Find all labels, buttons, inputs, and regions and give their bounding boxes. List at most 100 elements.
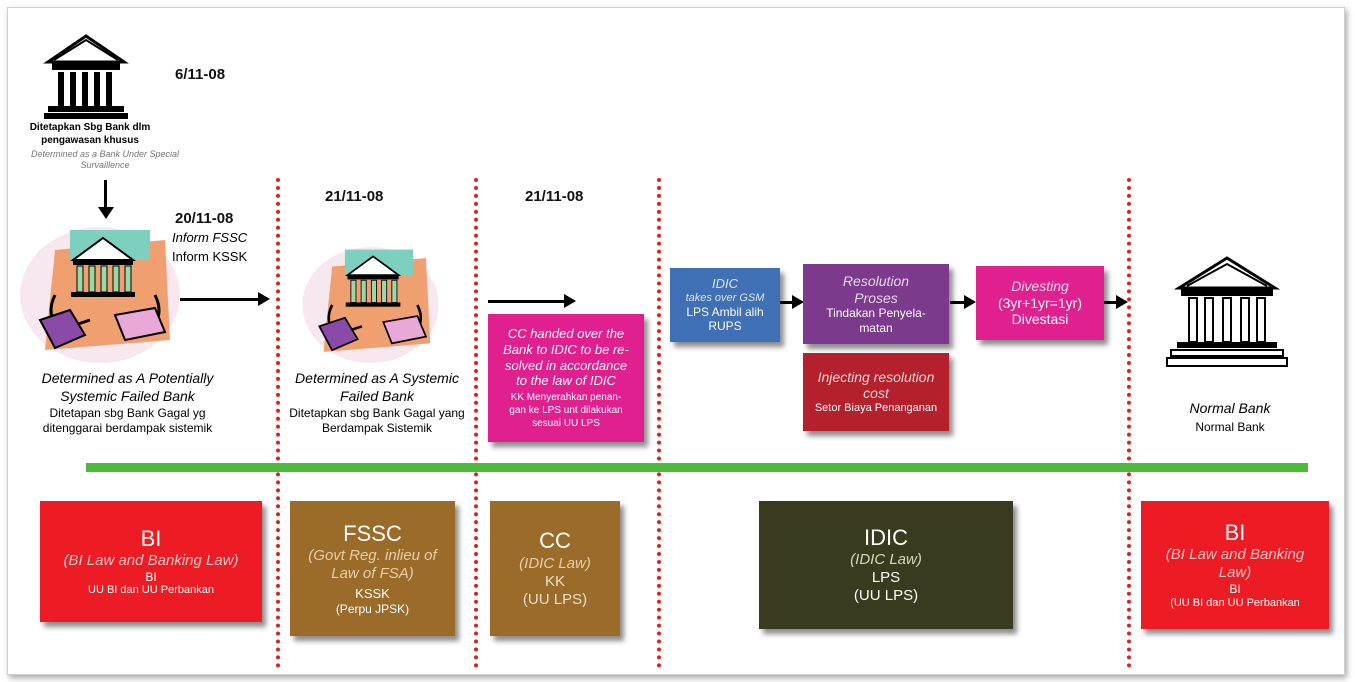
step1-title-en-line2: Systemic Failed Bank <box>60 387 195 404</box>
divider-3 <box>657 178 661 668</box>
arrow-to-resolution <box>780 301 794 304</box>
cc-title: CC <box>539 528 571 554</box>
resolution-process-box: Resolution Proses Tindakan Penyela- mata… <box>803 264 949 344</box>
idic-id: LPS <box>871 569 901 587</box>
bi2-id-law: (UU BI dan UU Perbankan <box>1170 596 1300 609</box>
injecting-id: Setor Biaya Penanganan <box>814 402 938 415</box>
divider-1 <box>276 178 280 668</box>
date-special-surveillance: 6/11-08 <box>175 66 226 83</box>
arrow-to-resolution-head <box>792 295 804 309</box>
step1-title-id-line1: Ditetapan sbg Bank Gagal yg <box>49 406 206 420</box>
fssc-law-line1: (Govt Reg. inlieu of <box>308 547 437 565</box>
cc-id-law: (UU LPS) <box>522 590 588 608</box>
resolution-title-line1: Resolution <box>842 272 910 289</box>
idic-takeover-id-line2: RUPS <box>708 319 742 334</box>
idic-law: (IDIC Law) <box>850 551 922 569</box>
fssc-title: FSSC <box>343 520 402 546</box>
step2-title-id-line2: Berdampak Sistemik <box>321 421 433 435</box>
timeline-bar <box>86 463 1308 472</box>
fssc-id-law: (Perpu JPSK) <box>335 601 410 616</box>
resolution-id-line2: matan <box>859 320 893 335</box>
authority-cc-box: CC (IDIC Law) KK (UU LPS) <box>490 501 620 636</box>
step2-title-en: Determined as A Systemic Failed Bank <box>282 370 472 405</box>
inform-kssk-id: Inform KSSK <box>172 249 248 264</box>
caption-id-line2: pengawasan khusus <box>41 134 139 146</box>
bi2-law-line2: Law) <box>1218 564 1252 582</box>
divesting-years: (3yr+1yr=1yr) <box>997 294 1083 311</box>
inform-fssc-en: Inform FSSC <box>172 230 248 245</box>
step2-title-en-line2: Failed Bank <box>340 387 414 404</box>
resolution-title-line2: Proses <box>854 289 898 306</box>
authority-bi-box: BI (BI Law and Banking Law) BI UU BI dan… <box>40 501 262 622</box>
arrow-to-divesting <box>950 301 966 304</box>
cc-id-line3: sesuai UU LPS <box>532 418 600 430</box>
arrow-to-step2 <box>180 298 260 301</box>
arrow-to-step2-head <box>258 292 270 306</box>
injecting-title-line1: Injecting resolution <box>817 368 935 385</box>
authority-idic-box: IDIC (IDIC Law) LPS (UU LPS) <box>759 501 1013 629</box>
cc-handover-en: CC handed over the Bank to IDIC to be re… <box>503 326 629 389</box>
arrow-to-divesting-head <box>964 295 976 309</box>
step2-title-id-line1: Ditetapkan sbg Bank Gagal yang <box>289 406 465 420</box>
bi-law: (BI Law and Banking Law) <box>63 551 239 569</box>
cc-en-line3: solved in accordance <box>504 357 628 373</box>
cc-en-line2: Bank to IDIC to be re- <box>503 341 629 357</box>
arrow-to-cc-box <box>488 300 566 303</box>
caption-id-line1: Ditetapkan Sbg Bank dlm <box>29 122 151 133</box>
systemic-failed-bank-illustration-icon <box>302 247 439 363</box>
caption-en-special-surveillance: Determined as a Bank Under Special Surva… <box>30 149 180 170</box>
divider-2 <box>474 178 478 668</box>
cc-handover-box: CC handed over the Bank to IDIC to be re… <box>488 314 644 442</box>
arrow-to-normal <box>1104 301 1118 304</box>
cc-handover-id: KK Menyerahkan penan- gan ke LPS unt dil… <box>509 391 622 430</box>
cc-en-line1: CC handed over the <box>507 325 625 341</box>
caption-special-surveillance: Ditetapkan Sbg Bank dlm pengawasan khusu… <box>5 122 175 147</box>
idic-title: IDIC <box>864 524 908 550</box>
resolution-id-line1: Tindakan Penyela- <box>826 306 926 321</box>
injecting-cost-box: Injecting resolution cost Setor Biaya Pe… <box>803 353 949 431</box>
bi-id: BI <box>145 569 157 584</box>
fssc-id: KSSK <box>355 586 390 602</box>
divesting-id: Divestasi <box>1011 311 1069 328</box>
bi2-id: BI <box>1229 582 1241 597</box>
down-arrow-head <box>98 207 114 219</box>
bank-building-icon <box>43 34 129 119</box>
step1-title-id-line2: ditenggarai berdampak sistemik <box>42 421 213 435</box>
fssc-law-line2: Law of FSA) <box>331 565 414 583</box>
idic-takeover-title: IDIC <box>712 276 738 292</box>
cc-law: (IDIC Law) <box>519 554 591 572</box>
authority-fssc-box: FSSC (Govt Reg. inlieu of Law of FSA) KS… <box>290 501 455 636</box>
cc-en-line4: to the law of IDIC <box>516 373 616 389</box>
injecting-title-line2: cost <box>863 385 889 402</box>
idic-takeover-id-line1: LPS Ambil alih <box>686 305 764 319</box>
down-arrow-line <box>104 180 107 208</box>
step1-title-en-line1: Determined as A Potentially <box>41 370 214 386</box>
step1-title-id: Ditetapan sbg Bank Gagal yg ditenggarai … <box>0 406 255 436</box>
step1-title-en: Determined as A Potentially Systemic Fai… <box>0 370 255 405</box>
date-systemic-failed: 21/11-08 <box>325 188 384 205</box>
bi-id-law: UU BI dan UU Perbankan <box>88 584 214 597</box>
normal-bank-icon <box>1166 256 1288 367</box>
arrow-to-cc-box-head <box>564 294 576 308</box>
authority-bi-normal-box: BI (BI Law and Banking Law) BI (UU BI da… <box>1141 501 1329 629</box>
date-cc-handover: 21/11-08 <box>525 188 584 205</box>
arrow-to-normal-head <box>1116 295 1128 309</box>
normal-bank-en: Normal Bank <box>1189 400 1271 416</box>
bi2-law-line1: (BI Law and Banking <box>1165 546 1305 564</box>
cc-id-line2: gan ke LPS unt dilakukan <box>509 405 623 417</box>
bi2-title: BI <box>1224 520 1246 546</box>
divesting-title: Divesting <box>1011 277 1069 294</box>
cc-id-line1: KK Menyerahkan penan- <box>510 392 622 404</box>
idic-id-law: (UU LPS) <box>853 587 919 605</box>
cc-id: KK <box>544 572 565 590</box>
failed-bank-illustration-icon <box>20 227 180 363</box>
divesting-box: Divesting (3yr+1yr=1yr) Divestasi <box>976 266 1104 340</box>
idic-takeover-box: IDIC takes over GSM LPS Ambil alih RUPS <box>670 268 780 342</box>
step2-title-id: Ditetapkan sbg Bank Gagal yang Berdampak… <box>282 406 472 436</box>
bi-title: BI <box>140 525 162 551</box>
divider-4 <box>1127 178 1131 668</box>
step2-title-en-line1: Determined as A Systemic <box>295 370 459 386</box>
date-inform-fssc: 20/11-08 <box>175 210 234 227</box>
idic-takeover-en: takes over GSM <box>685 291 765 304</box>
normal-bank-id: Normal Bank <box>1195 420 1265 434</box>
